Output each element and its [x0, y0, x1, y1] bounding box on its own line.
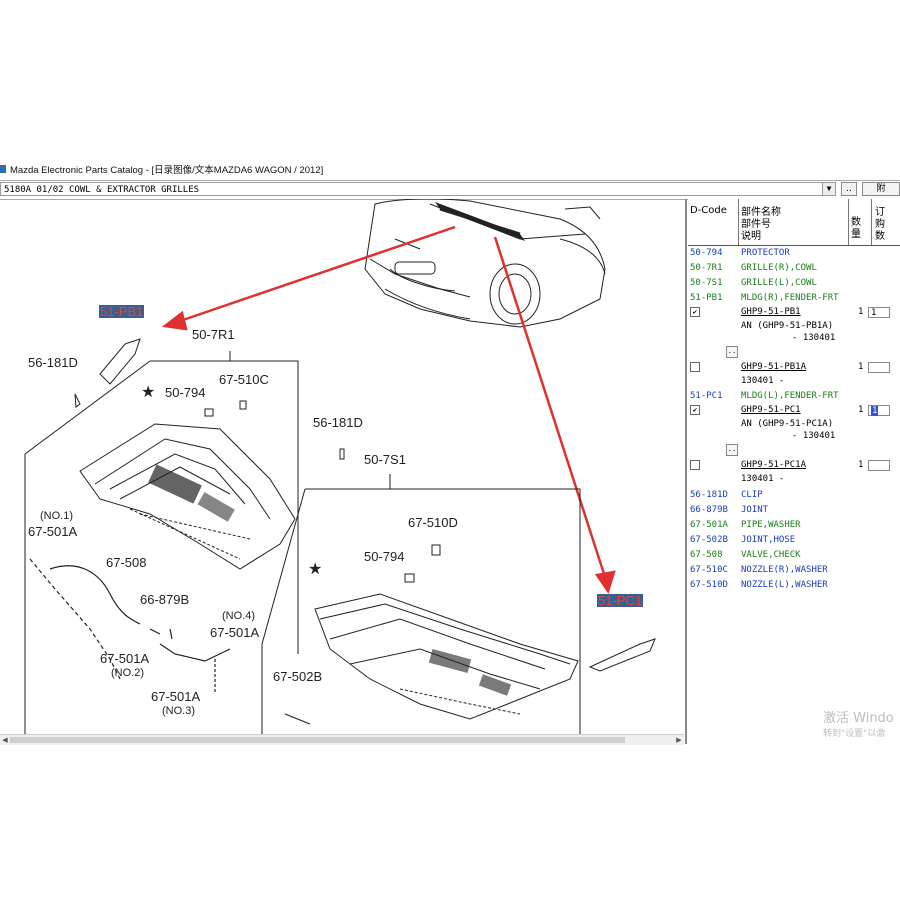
attach-button[interactable]: 附: [862, 182, 900, 196]
part-number[interactable]: GHP9-51-PC1A: [741, 460, 807, 470]
callout-50-7s1[interactable]: 50-7S1: [364, 452, 406, 467]
header-name-1: 部件名称: [741, 207, 781, 218]
order-qty-input[interactable]: [868, 460, 890, 471]
part-number[interactable]: GHP9-51-PB1: [741, 307, 801, 317]
part-note: AN (GHP9-51-PC1A): [741, 419, 834, 429]
qty-value: 1: [858, 405, 864, 415]
order-qty-input[interactable]: [868, 362, 890, 373]
callout-no4: (NO.4): [222, 610, 255, 622]
part-note: AN (GHP9-51-PB1A): [741, 321, 834, 331]
header-dcode: D-Code: [690, 205, 727, 216]
parts-list-panel: D-Code 部件名称 部件号 说明 数 量 订 购 数 50-794 PROT…: [688, 199, 900, 744]
callout-67-510c[interactable]: 67-510C: [219, 372, 269, 387]
app-icon: [0, 165, 6, 173]
part-note: - 130401: [792, 333, 836, 343]
activation-watermark-sub: 转到"设置"以激: [823, 729, 886, 739]
select-checkbox[interactable]: [690, 362, 700, 372]
part-number[interactable]: GHP9-51-PC1: [741, 405, 801, 415]
qty-value: 1: [858, 460, 864, 470]
header-name-2: 部件号: [741, 219, 771, 230]
group-selector-value: 5180A 01/02 COWL & EXTRACTOR GRILLES: [4, 185, 200, 195]
callout-50-7r1[interactable]: 50-7R1: [192, 327, 235, 342]
qty-value: 1: [858, 362, 864, 372]
order-qty-input-active[interactable]: 1: [868, 405, 890, 416]
browse-button[interactable]: ..: [841, 182, 857, 196]
expand-button[interactable]: ..: [726, 346, 738, 358]
window-title-bar: Mazda Electronic Parts Catalog - [日录图像/文…: [0, 160, 900, 178]
order-qty-input[interactable]: 1: [868, 307, 890, 318]
callout-67-501a-no2[interactable]: 67-501A: [100, 651, 150, 666]
header-qty-2: 量: [851, 229, 861, 240]
window-title: Mazda Electronic Parts Catalog - [日录图像/文…: [10, 165, 324, 176]
part-number[interactable]: GHP9-51-PB1A: [741, 362, 807, 372]
parts-diagram[interactable]: 51-PB1 51-PC1 50-7R1 56-181D ★ 50-794 67…: [0, 199, 684, 734]
tag-51-pb1[interactable]: 51-PB1: [99, 304, 145, 319]
toolbar: 5180A 01/02 COWL & EXTRACTOR GRILLES ▼ .…: [0, 180, 900, 200]
callout-67-508[interactable]: 67-508: [106, 555, 147, 570]
scroll-thumb[interactable]: [10, 737, 625, 743]
callout-67-510d[interactable]: 67-510D: [408, 515, 458, 530]
chevron-down-icon[interactable]: ▼: [822, 183, 835, 195]
qty-value: 1: [858, 307, 864, 317]
diagram-horizontal-scrollbar[interactable]: ◀ ▶: [0, 734, 684, 745]
activation-watermark-title: 激活 Windo: [823, 711, 894, 726]
callout-67-501a-no1[interactable]: 67-501A: [28, 524, 78, 539]
callout-no1: (NO.1): [40, 510, 73, 522]
parts-illustration: [24, 199, 656, 734]
part-note: - 130401: [792, 431, 836, 441]
parts-list-header: D-Code 部件名称 部件号 说明 数 量 订 购 数: [688, 199, 900, 246]
part-note: 130401 -: [741, 474, 785, 484]
select-checkbox[interactable]: [690, 460, 700, 470]
callout-56-181d-left[interactable]: 56-181D: [28, 355, 78, 370]
group-selector[interactable]: 5180A 01/02 COWL & EXTRACTOR GRILLES ▼: [0, 182, 836, 196]
callout-50-794-left[interactable]: 50-794: [165, 385, 206, 400]
callout-67-501a-no3[interactable]: 67-501A: [151, 689, 201, 704]
scroll-left-icon[interactable]: ◀: [2, 736, 8, 744]
pane-divider[interactable]: [685, 199, 687, 744]
star-icon: ★: [308, 561, 323, 578]
select-checkbox[interactable]: ✔: [690, 405, 700, 415]
header-order-2: 购: [875, 219, 885, 230]
part-note: 130401 -: [741, 376, 785, 386]
car-sketch: [364, 199, 606, 328]
callout-no2: (NO.2): [111, 667, 144, 679]
list-item[interactable]: 50-794 PROTECTOR: [690, 248, 790, 258]
fender-molding-right: [99, 338, 141, 385]
expand-button[interactable]: ..: [726, 444, 738, 456]
star-icon: ★: [141, 384, 156, 401]
callout-56-181d-right[interactable]: 56-181D: [313, 415, 363, 430]
callout-no3: (NO.3): [162, 705, 195, 717]
tag-51-pc1[interactable]: 51-PC1: [597, 593, 644, 608]
header-order-1: 订: [875, 207, 885, 218]
select-checkbox[interactable]: ✔: [690, 307, 700, 317]
header-order-3: 数: [875, 231, 885, 242]
callout-66-879b[interactable]: 66-879B: [140, 592, 190, 607]
scroll-right-icon[interactable]: ▶: [676, 736, 682, 744]
red-arrows: [161, 225, 616, 594]
callout-67-501a-no4[interactable]: 67-501A: [210, 625, 260, 640]
callout-67-502b[interactable]: 67-502B: [273, 669, 323, 684]
header-name-3: 说明: [741, 231, 761, 242]
header-qty-1: 数: [851, 217, 861, 228]
fender-molding-left: [588, 638, 656, 672]
callout-50-794-right[interactable]: 50-794: [364, 549, 405, 564]
